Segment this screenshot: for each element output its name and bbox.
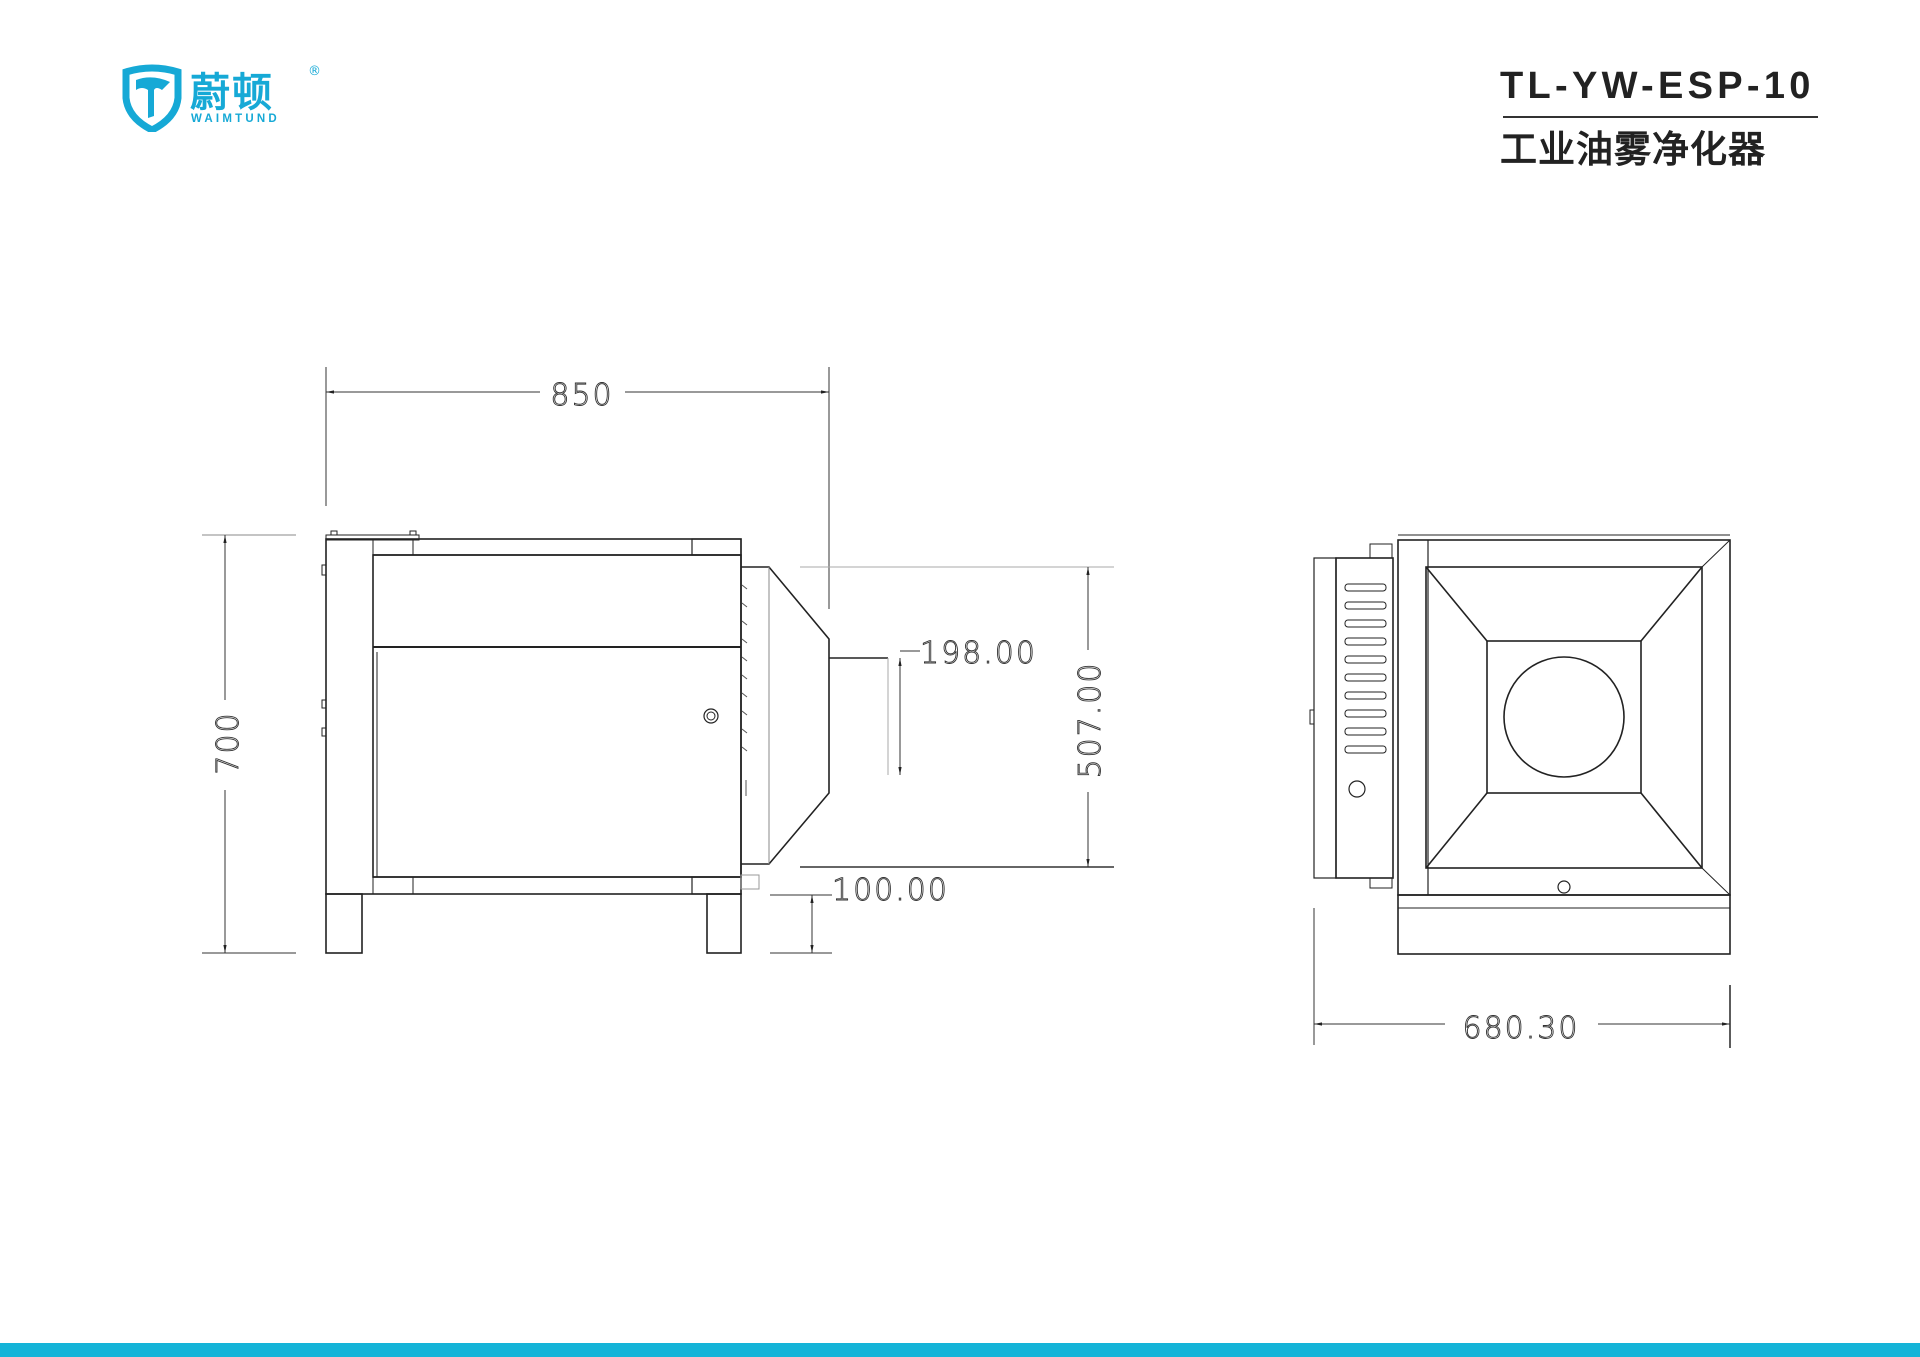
brand-logo: 蔚顿 ® WAIMTUND — [120, 62, 350, 134]
exhaust-hood — [741, 566, 830, 865]
product-name: 工业油雾净化器 — [1500, 127, 1766, 171]
dimension-length: 850 — [550, 378, 613, 413]
cabinet-door — [372, 554, 742, 878]
registered-mark: ® — [308, 64, 321, 79]
title-block: TL-YW-ESP-10 工业油雾净化器 — [1500, 64, 1818, 172]
accent-bar — [0, 1343, 1920, 1357]
front-view — [321, 530, 889, 954]
shield-icon — [122, 64, 182, 132]
dimension-leg-height: 100.00 — [832, 873, 949, 908]
side-view — [1309, 534, 1731, 955]
dimension-height: 700 — [211, 711, 246, 774]
model-number: TL-YW-ESP-10 — [1500, 65, 1815, 107]
leg-left — [325, 893, 363, 954]
base — [1397, 894, 1731, 955]
brand-name-en: WAIMTUND — [191, 113, 280, 125]
door-lock-icon — [703, 708, 719, 724]
indicator-light-icon — [1348, 780, 1366, 798]
cabinet-body — [325, 538, 742, 895]
outlet-square — [1486, 640, 1642, 794]
leg-right — [706, 893, 742, 954]
outlet-duct — [1503, 656, 1625, 778]
control-panel — [1335, 557, 1394, 879]
drain-hole — [1557, 880, 1571, 894]
dimension-outlet-height: 198.00 — [920, 636, 1037, 671]
dimension-hood-height: 507.00 — [1073, 662, 1108, 779]
front-dimensions — [202, 367, 1114, 954]
brand-name-cn: 蔚顿 — [190, 70, 274, 116]
dimension-width: 680.30 — [1463, 1011, 1580, 1046]
title-divider — [1503, 116, 1818, 118]
side-dimensions — [1313, 908, 1731, 1048]
